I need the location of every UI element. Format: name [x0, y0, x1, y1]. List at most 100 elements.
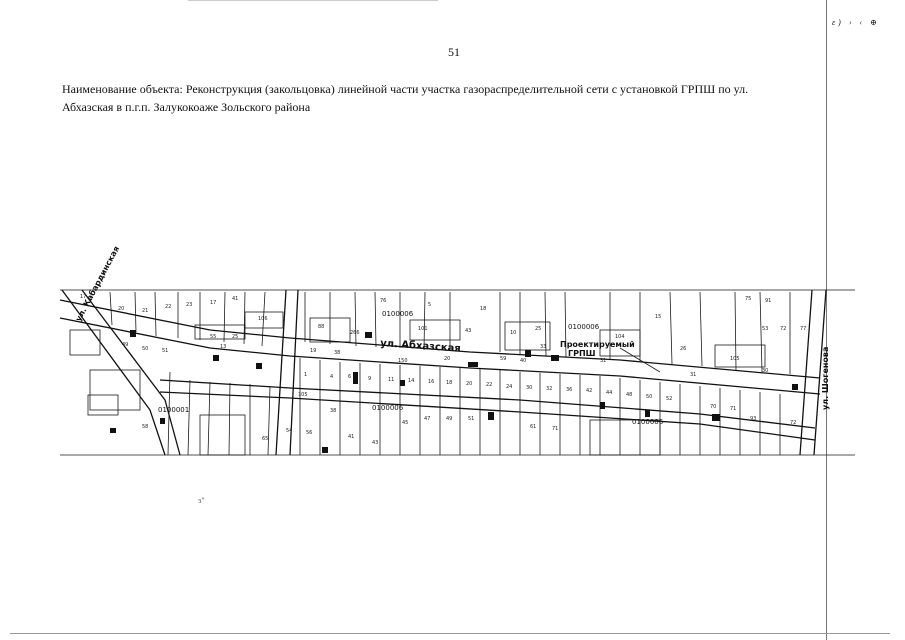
parcel-number: 51 [468, 416, 474, 422]
page-number: 51 [448, 45, 460, 59]
parcel-number: 40 [520, 358, 526, 364]
parcel-number: 9 [368, 376, 371, 382]
parcel-number: 33 [540, 344, 546, 350]
parcel-number: 26 [680, 346, 686, 352]
parcels-lower [69, 329, 781, 456]
parcel-number: 72 [790, 420, 796, 426]
parcels-upper [109, 291, 791, 374]
parcel-number: 38 [334, 350, 340, 356]
parcel-number: 41 [348, 434, 354, 440]
parcel-number: 71 [552, 426, 558, 432]
parcel-number: 56 [306, 430, 312, 436]
parcel-number: 72 [780, 326, 786, 332]
parcel-number: 70 [710, 404, 716, 410]
parcel-number: 58 [142, 424, 148, 430]
projected-grpsh-label-2: ГРПШ [568, 349, 596, 358]
parcel-number: 20 [118, 306, 124, 312]
parcel-number: 101 [418, 326, 428, 332]
parcel-number: 11 [388, 377, 394, 383]
parcel-number: 65 [262, 436, 268, 442]
parcel-number: 18 [480, 306, 486, 312]
parcel-number: 15 [655, 314, 661, 320]
parcel-number: 30 [762, 368, 768, 374]
parcel-number: 45 [402, 420, 408, 426]
parcel-number: 54 [286, 428, 292, 434]
parcel-number: 93 [750, 416, 756, 422]
object-title: Наименование объекта: Реконструкция (зак… [62, 82, 749, 114]
road-lower [159, 379, 816, 441]
parcel-number: 44 [606, 390, 612, 396]
quarter-number: 0100006 [632, 418, 664, 426]
projected-grpsh-label-1: Проектируемый [560, 340, 635, 349]
projected-grpsh-leader [619, 347, 661, 373]
parcel-number: 88 [318, 324, 324, 330]
parcel-number: 22 [165, 304, 171, 310]
parcel-number: 42 [586, 388, 592, 394]
parcel-number: 150 [398, 358, 408, 364]
parcel-number: 16 [428, 379, 434, 385]
parcel-number: 266 [350, 330, 360, 336]
parcel-number: 38 [330, 408, 336, 414]
quarter-number: 0100006 [382, 310, 414, 318]
parcel-number: 52 [666, 396, 672, 402]
scan-edge-bottom [10, 633, 890, 634]
parcel-number: 49 [446, 416, 452, 422]
buildings [110, 330, 798, 453]
parcel-numbers-top: 17 20 21 22 23 17 41 106 76 5 18 88 101 … [80, 294, 806, 352]
parcel-number: 106 [258, 316, 268, 322]
parcel-number: 14 [408, 378, 414, 384]
map-frame [60, 289, 855, 456]
parcel-number: 104 [615, 334, 625, 340]
street-label-shogenova: ул. Шогенова [821, 347, 830, 410]
parcel-number: 31 [600, 358, 606, 364]
parcel-number: 61 [530, 424, 536, 430]
parcel-number: 49 [122, 342, 128, 348]
parcel-number: 20 [444, 356, 450, 362]
parcel-number: 1 [304, 372, 307, 378]
parcel-number: 5 [428, 302, 431, 308]
parcel-number: 91 [765, 298, 771, 304]
parcel-number: 41 [232, 296, 238, 302]
parcel-number: 31 [690, 372, 696, 378]
parcel-number: 13 [220, 344, 226, 350]
stray-mark: ɜ" [198, 496, 205, 505]
parcel-number: 105 [298, 392, 308, 398]
parcel-number: 71 [730, 406, 736, 412]
parcel-number: 32 [546, 386, 552, 392]
parcel-number: 43 [465, 328, 471, 334]
scan-edge-top [188, 0, 438, 1]
parcel-number: 50 [646, 394, 652, 400]
parcel-number: 24 [506, 384, 512, 390]
parcel-number: 10 [510, 330, 516, 336]
parcel-number: 47 [424, 416, 430, 422]
parcel-number: 59 [500, 356, 506, 362]
scan-edge-right [826, 0, 827, 640]
parcel-number: 6 [348, 374, 351, 380]
parcel-number: 75 [745, 296, 751, 302]
parcel-number: 77 [800, 326, 806, 332]
parcel-number: 48 [626, 392, 632, 398]
parcel-number: 20 [466, 381, 472, 387]
road-abkhazskaya [59, 299, 821, 395]
parcel-number: 17 [210, 300, 216, 306]
parcel-number: 51 [162, 348, 168, 354]
parcel-number: 43 [372, 440, 378, 446]
street-label-abkhazskaya: ул. Абхазская [380, 337, 461, 355]
parcel-number: 55 [210, 334, 216, 340]
parcel-number: 22 [486, 382, 492, 388]
parcel-number: 17 [80, 294, 86, 300]
parcel-number: 21 [142, 308, 148, 314]
parcel-number: 76 [380, 298, 386, 304]
corner-mark: ε) › ‹ ⊕ [832, 18, 880, 27]
parcel-number: 18 [446, 380, 452, 386]
parcel-number: 23 [186, 302, 192, 308]
parcel-number: 19 [310, 348, 316, 354]
parcel-number: 30 [526, 385, 532, 391]
parcel-numbers-lower: 38 41 43 45 47 49 51 61 71 65 54 56 93 7… [262, 408, 796, 446]
parcel-number: 25 [232, 334, 238, 340]
parcel-number: 53 [762, 326, 768, 332]
quarter-number: 0100001 [158, 406, 189, 414]
parcel-number: 25 [535, 326, 541, 332]
parcel-numbers-mid: 49 50 51 266 19 38 150 20 31 33 105 30 5… [122, 330, 768, 378]
